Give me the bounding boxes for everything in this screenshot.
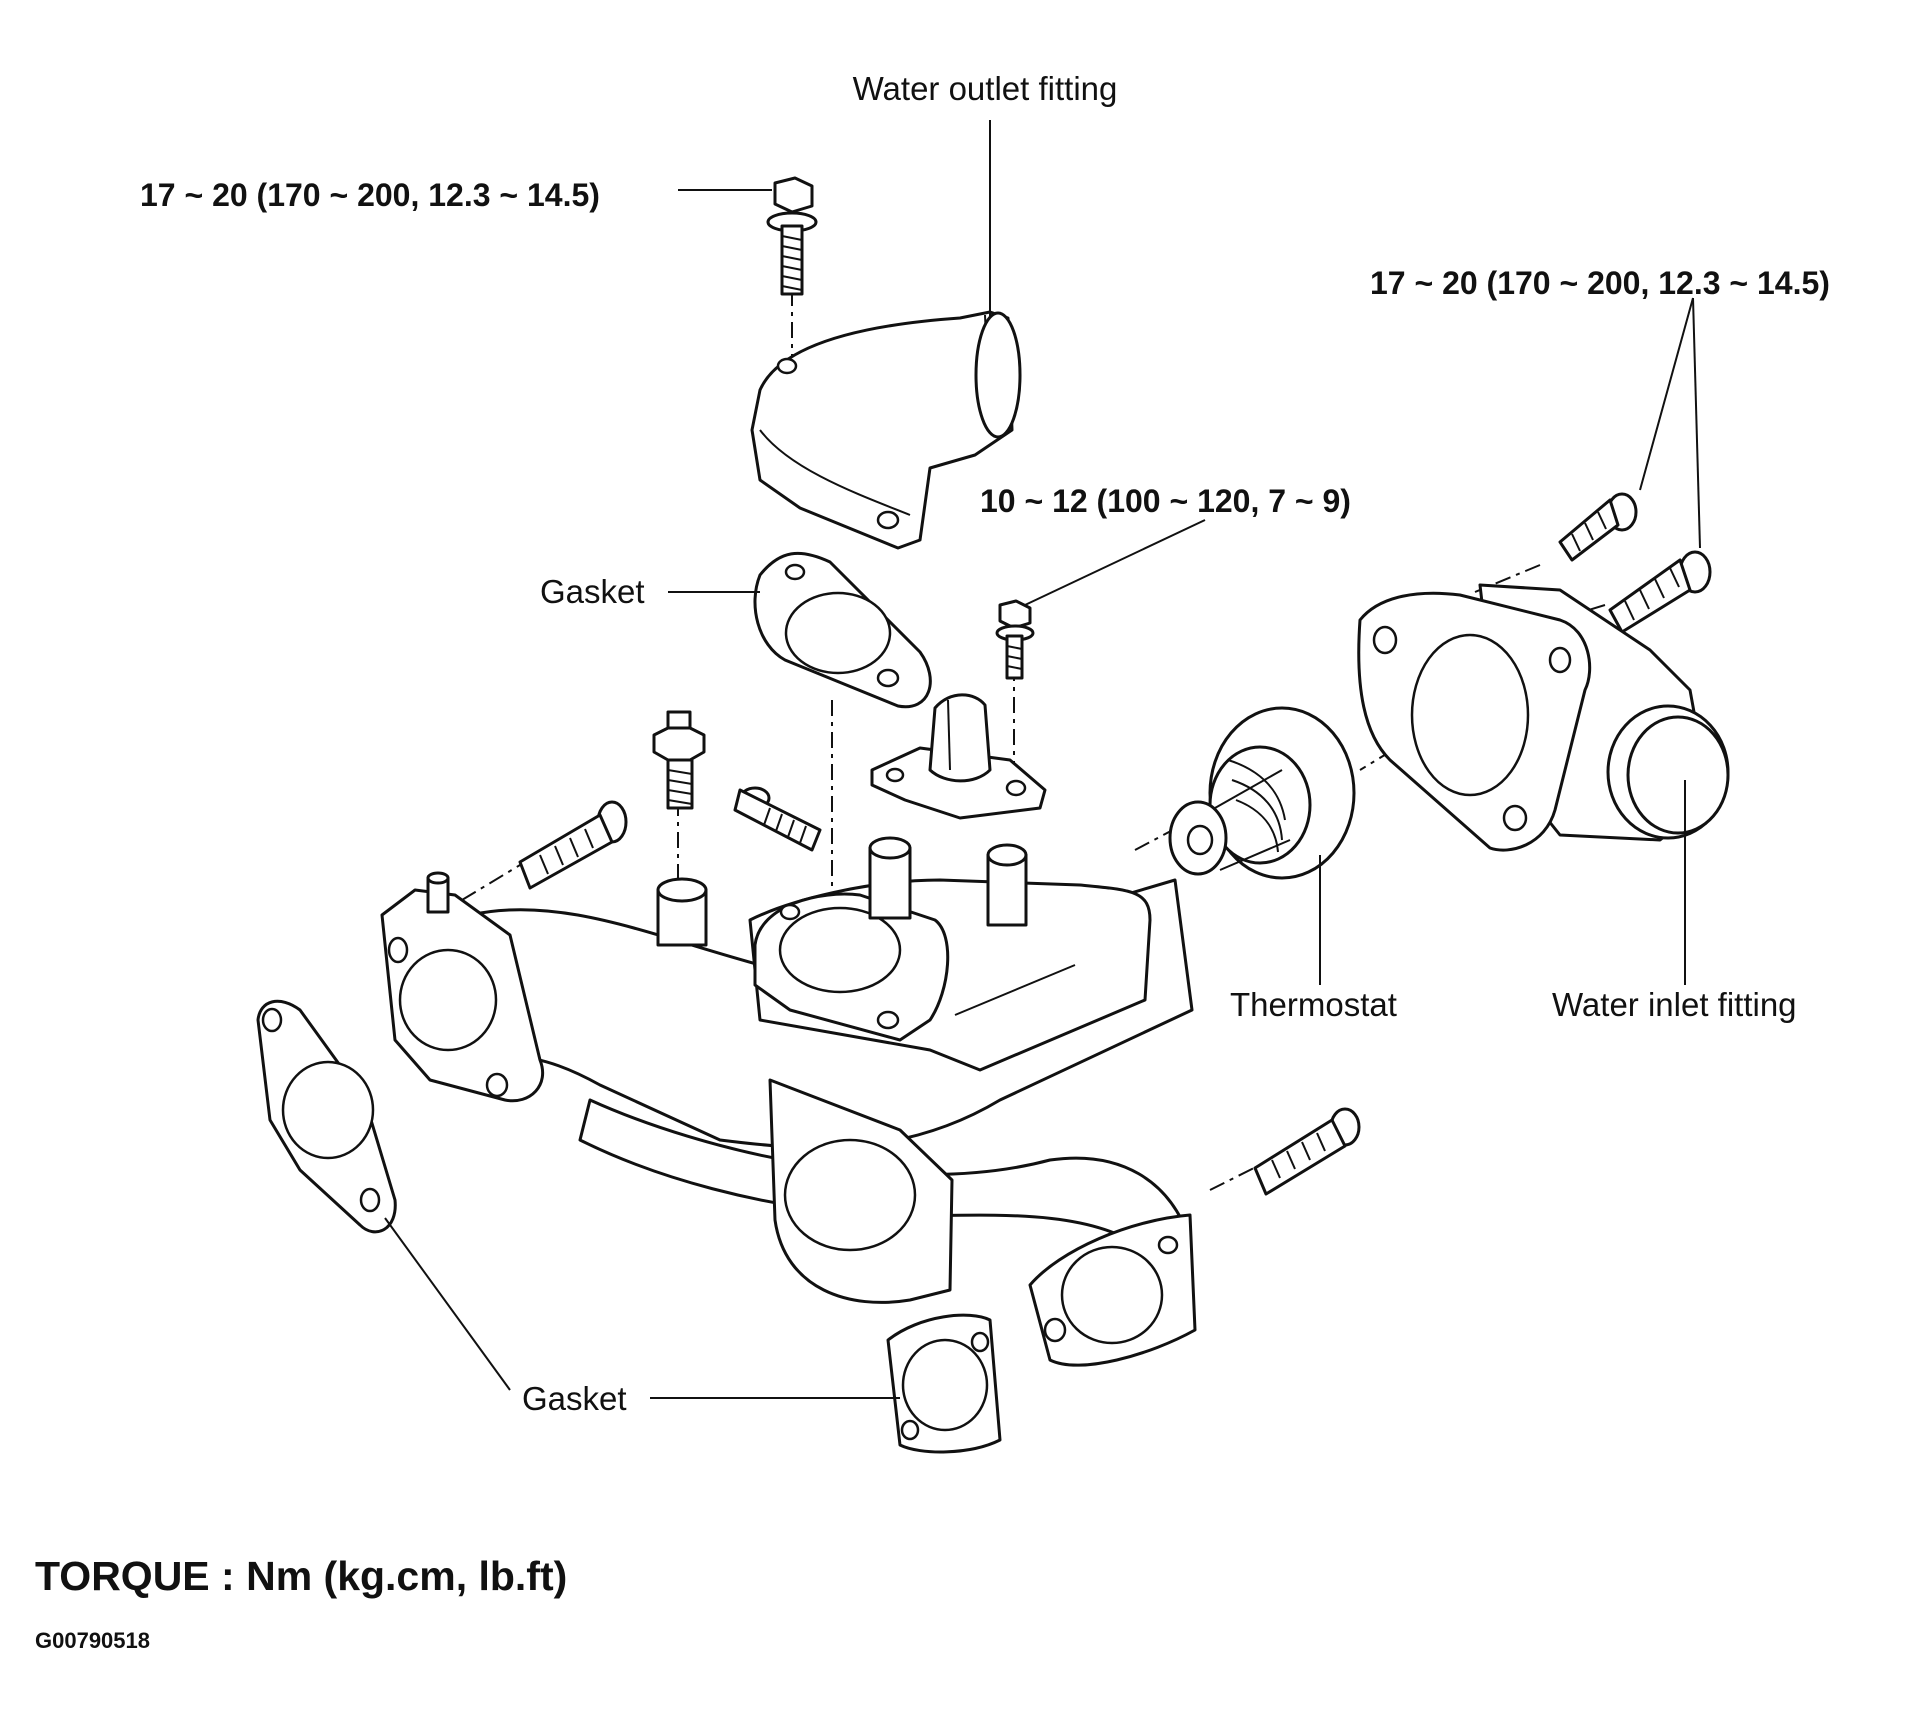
torque-units-note: TORQUE : Nm (kg.cm, lb.ft) [35,1553,567,1599]
outlet-bolt [766,176,818,296]
water-inlet-fitting [1357,583,1730,852]
water-outlet-fitting-label: Water outlet fitting [853,70,1118,107]
water-outlet-fitting [750,310,1022,550]
upper-gasket-label: Gasket [540,573,645,610]
thermostat-label: Thermostat [1230,986,1397,1023]
inlet-bolt-torque-label: 17 ~ 20 (170 ~ 200, 12.3 ~ 14.5) [1370,265,1830,301]
outlet-bolt-torque-label: 17 ~ 20 (170 ~ 200, 12.3 ~ 14.5) [140,177,600,213]
inlet-bolt-lower [1608,550,1712,634]
lower-gasket-label: Gasket [522,1380,627,1417]
temperature-sensor [652,710,706,810]
sensor-bracket [870,693,1047,820]
stud-bolt [733,786,822,852]
right-manifold-bolt [1253,1107,1361,1196]
lower-manifold-gasket [886,1313,1002,1454]
inlet-bolt-upper [1558,492,1638,562]
upper-gasket [753,551,932,709]
left-manifold-bolt [518,800,628,890]
coolant-manifold-housing [380,836,1197,1367]
leader-lines [384,120,1701,1399]
sensor-bolt [995,599,1035,680]
thermostat [1168,706,1356,880]
left-manifold-gasket [256,999,397,1234]
sensor-bolt-torque-label: 10 ~ 12 (100 ~ 120, 7 ~ 9) [980,483,1351,519]
figure-code: G00790518 [35,1628,150,1653]
water-inlet-fitting-label: Water inlet fitting [1552,986,1797,1023]
